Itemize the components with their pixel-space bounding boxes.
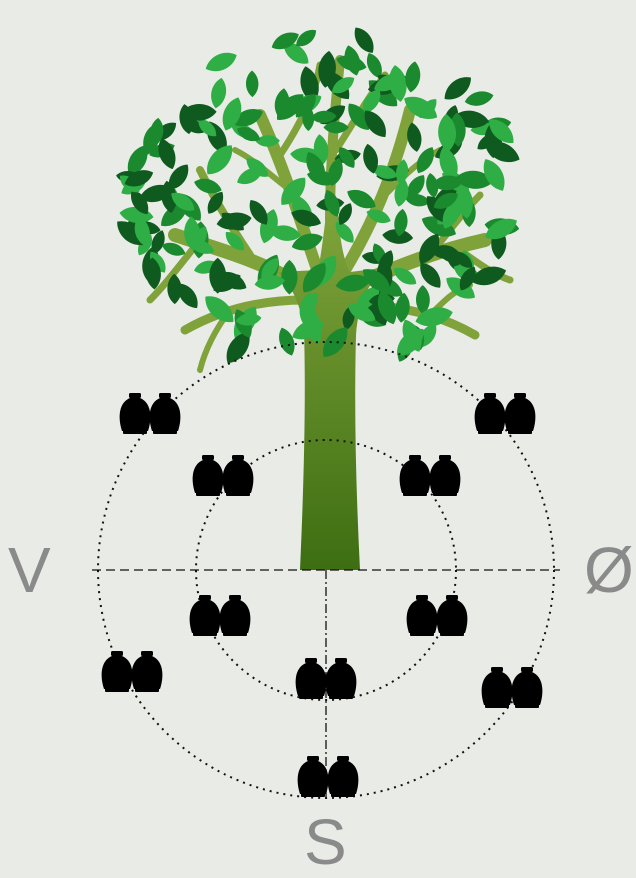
- leaf: [394, 292, 411, 323]
- urn-icon: [190, 595, 251, 636]
- leaf: [208, 76, 228, 109]
- leaf: [202, 48, 239, 76]
- urn-icon: [193, 455, 254, 496]
- urn-icon: [102, 651, 163, 692]
- leaf: [463, 89, 495, 109]
- urn-icon: [120, 393, 181, 434]
- tree-icon: [112, 23, 523, 570]
- compass-west-label: V: [8, 538, 51, 602]
- urn-icon: [475, 393, 536, 434]
- leaf: [275, 325, 298, 358]
- urn-icon: [298, 756, 359, 797]
- compass-east-label: Ø: [584, 538, 634, 602]
- compass-south-label: S: [304, 810, 347, 874]
- urn-icon: [400, 455, 461, 496]
- urn-icon: [407, 595, 468, 636]
- leaf: [246, 70, 259, 97]
